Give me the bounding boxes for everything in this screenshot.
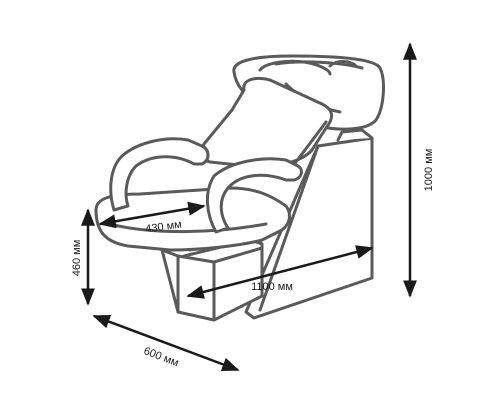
dimension-lines <box>81 42 417 372</box>
label-length: 1100 мм <box>251 281 293 293</box>
right-armrest <box>206 157 303 234</box>
chair-illustration <box>94 54 385 322</box>
label-depth: 600 мм <box>142 345 180 369</box>
dimension-depth-line <box>92 314 240 372</box>
dimension-length-line <box>186 245 374 299</box>
label-height-total: 1000 мм <box>423 149 435 192</box>
label-seat-height: 460 мм <box>71 240 83 277</box>
label-seat-width: 430 мм <box>145 219 183 236</box>
dimension-seat-width-line <box>98 201 206 229</box>
washbasin <box>232 54 385 131</box>
